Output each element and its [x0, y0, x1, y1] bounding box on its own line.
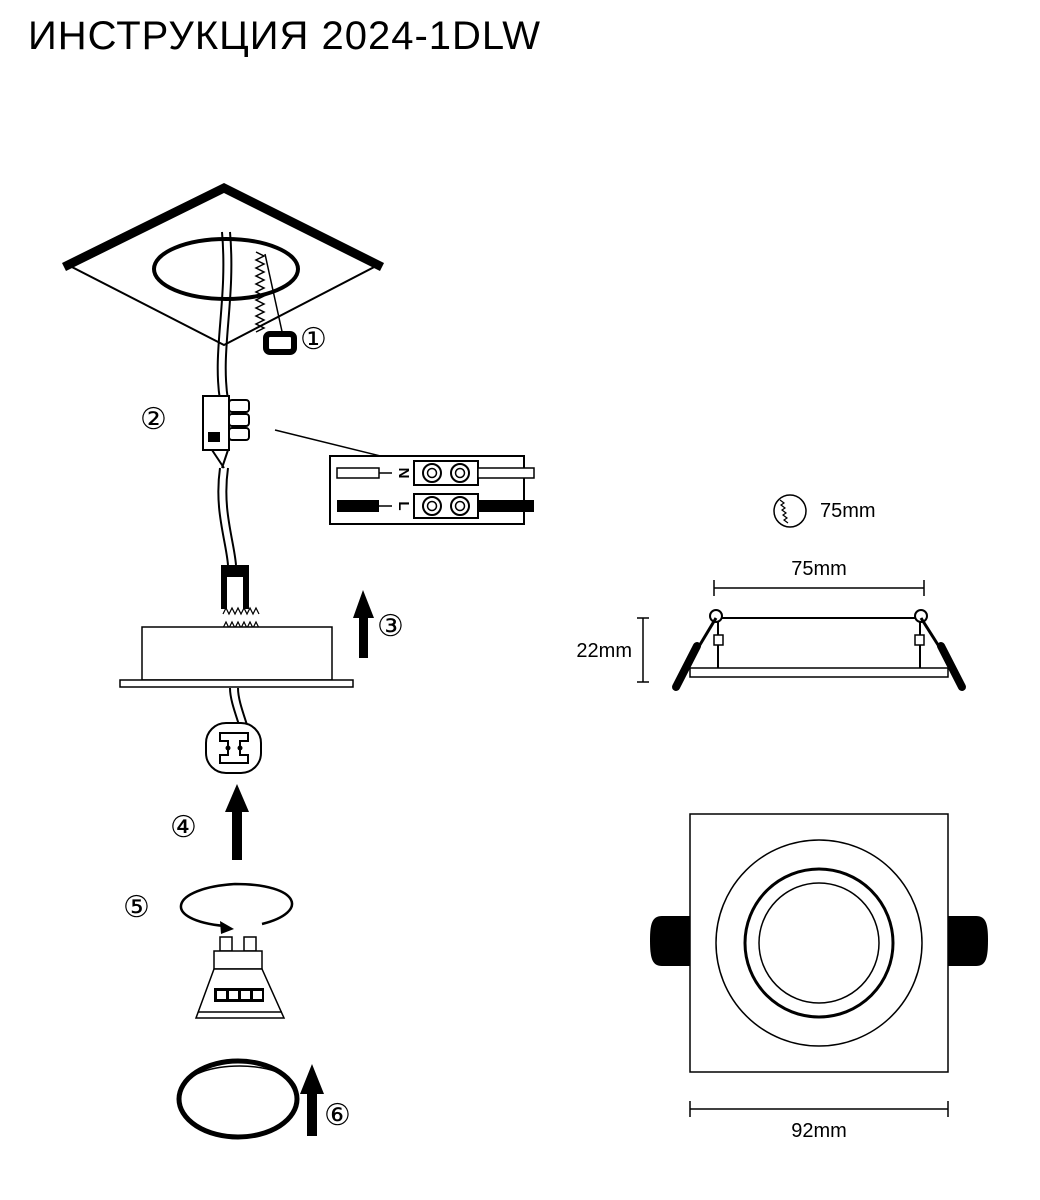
arrow-up-icon [300, 1064, 324, 1136]
step-3-label: ③ [377, 610, 404, 643]
fixture-housing-icon [119, 565, 354, 688]
arrow-up-icon [225, 784, 249, 860]
page-title: ИНСТРУКЦИЯ 2024-1DLW [28, 14, 541, 58]
gu10-socket-icon [205, 687, 262, 774]
step-5-label: ⑤ [123, 891, 150, 924]
front-view-drawing [650, 813, 988, 1117]
step-4-label: ④ [170, 811, 197, 844]
gu10-lamp-icon [194, 936, 286, 1019]
height-dimension: 22mm [576, 640, 632, 662]
rotate-arrow-icon [179, 882, 294, 934]
step-6-label: ⑥ [324, 1099, 351, 1132]
cutout-dimension: 75mm [820, 500, 876, 522]
step-1-label: ① [300, 323, 327, 356]
front-width-dimension: 92mm [791, 1120, 847, 1142]
hole-saw-icon [773, 494, 807, 528]
side-view-drawing [637, 580, 966, 691]
arrow-up-icon [353, 590, 374, 658]
terminal-block-icon [202, 395, 535, 566]
ceiling-cutout-icon [62, 182, 385, 401]
neutral-wire-label: N [395, 468, 412, 479]
side-width-dimension: 75mm [791, 558, 847, 580]
step-2-label: ② [140, 403, 167, 436]
live-wire-label: L [395, 501, 412, 510]
trim-ring-icon [176, 1058, 300, 1140]
